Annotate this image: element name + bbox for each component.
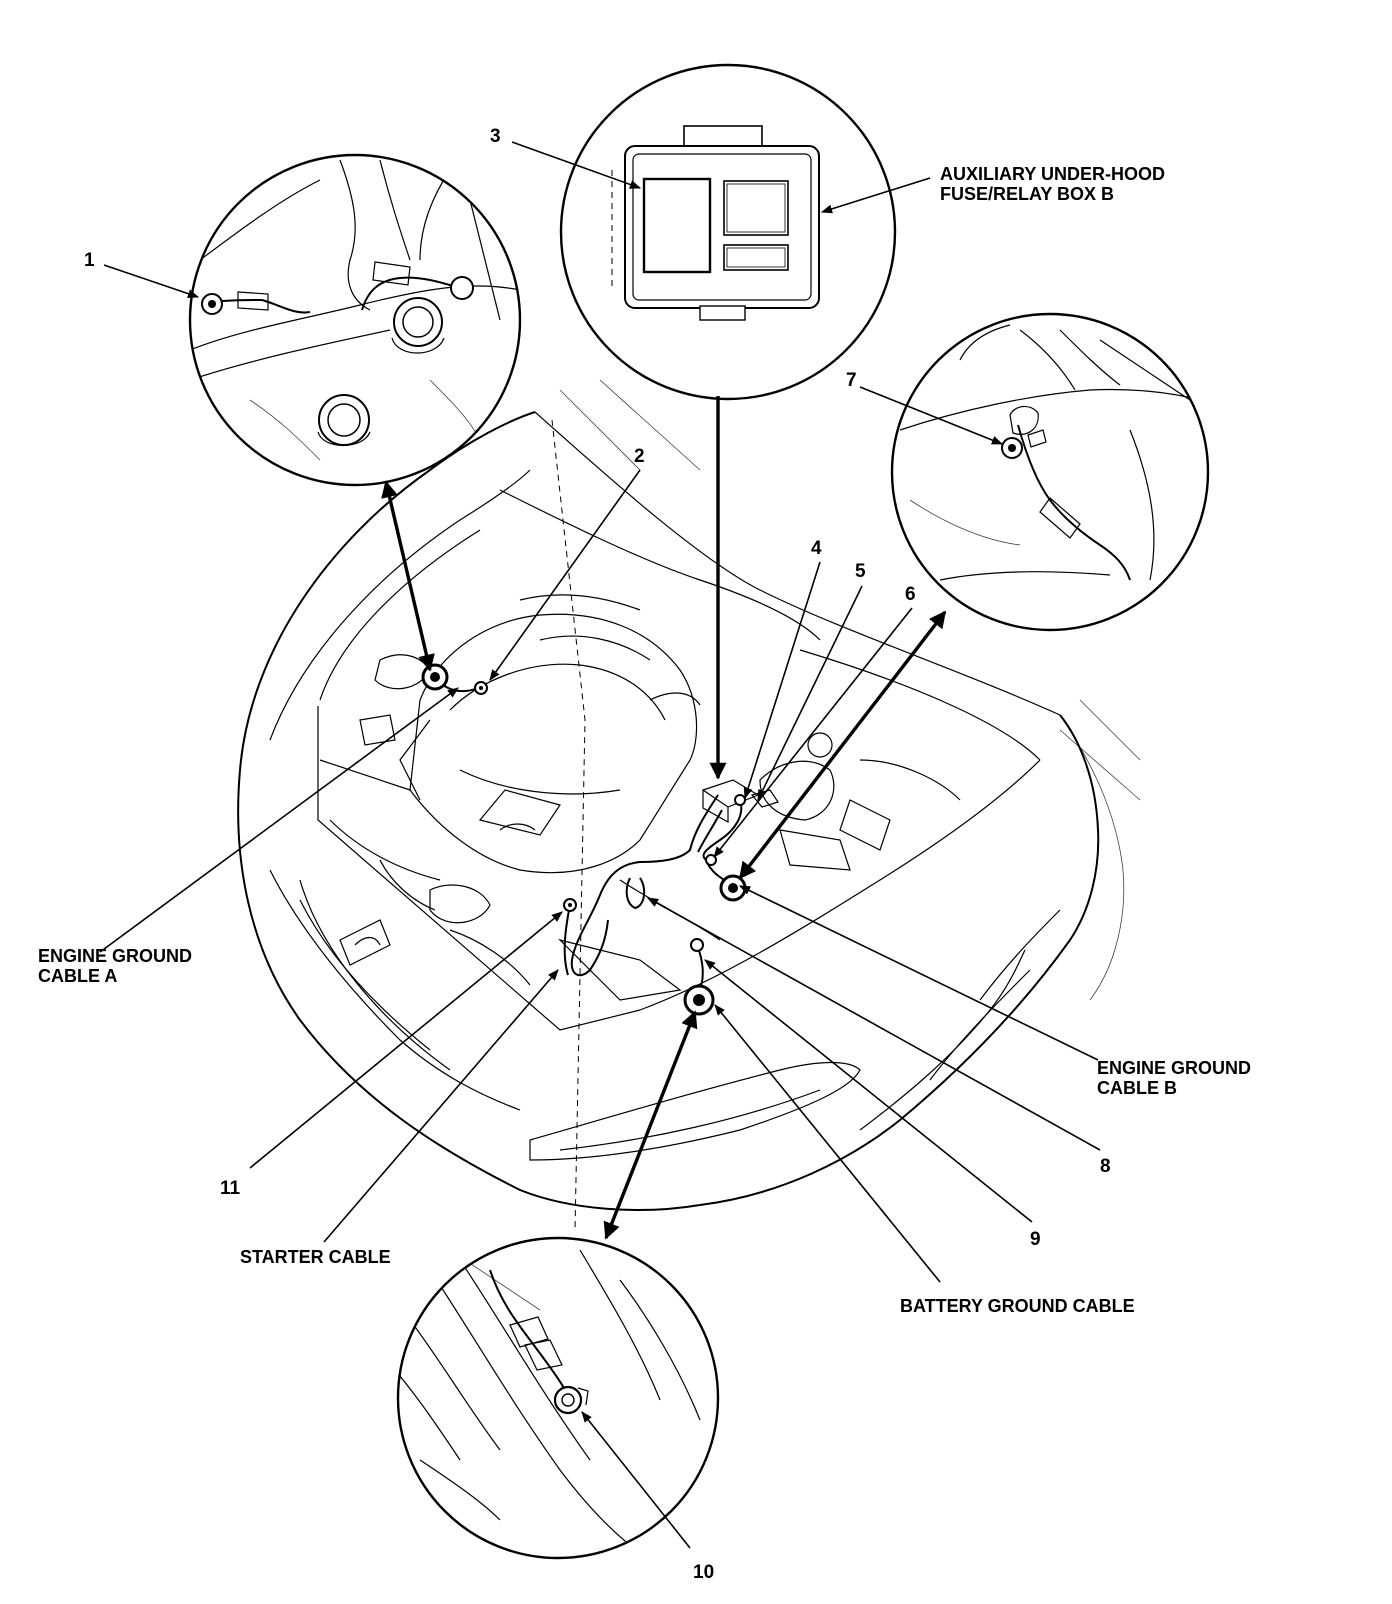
callout-2: 2 — [634, 446, 645, 467]
ground-bolt-5 — [734, 794, 746, 806]
label-battery-ground-cable: BATTERY GROUND CABLE — [900, 1296, 1135, 1316]
ground-bolt-9 — [690, 938, 704, 952]
label-aux-fuse-relay-box-line1: AUXILIARY UNDER-HOOD — [940, 164, 1165, 184]
ground-bolt-engine-a — [421, 663, 449, 691]
component-labels: AUXILIARY UNDER-HOOD FUSE/RELAY BOX B EN… — [38, 164, 1251, 1316]
ground-bolt-battery — [683, 984, 715, 1016]
callout-6: 6 — [905, 584, 916, 605]
detail-connector-arrows — [381, 396, 947, 1240]
callout-8: 8 — [1100, 1156, 1111, 1177]
ground-bolt-2 — [474, 681, 488, 695]
callout-5: 5 — [855, 561, 866, 582]
detail-view-battery-ground — [396, 1236, 720, 1560]
callout-3: 3 — [490, 126, 501, 147]
callout-numbers: 1 2 3 4 5 6 7 8 9 10 11 — [84, 126, 1111, 1583]
cable-routing — [434, 676, 743, 991]
label-starter-cable: STARTER CABLE — [240, 1247, 391, 1267]
label-engine-ground-a-line1: ENGINE GROUND — [38, 946, 192, 966]
label-engine-ground-b-line2: CABLE B — [1097, 1078, 1177, 1098]
detail-view-engine-ground-b — [890, 312, 1210, 632]
engine-assembly — [319, 594, 961, 1001]
label-engine-ground-b-line1: ENGINE GROUND — [1097, 1058, 1251, 1078]
callout-11: 11 — [220, 1178, 241, 1199]
leader-lines — [99, 141, 1101, 1549]
callout-1: 1 — [84, 250, 95, 271]
callout-9: 9 — [1030, 1229, 1041, 1250]
callout-7: 7 — [846, 370, 857, 391]
callout-10: 10 — [693, 1562, 714, 1583]
ground-bolt-engine-b — [719, 874, 747, 902]
label-aux-fuse-relay-box-line2: FUSE/RELAY BOX B — [940, 184, 1114, 204]
label-engine-ground-a-line2: CABLE A — [38, 966, 117, 986]
detail-view-engine-ground-a — [188, 153, 522, 487]
detail-view-fuse-relay-box-b — [559, 63, 897, 401]
callout-4: 4 — [811, 538, 822, 559]
ground-bolt-11 — [563, 898, 577, 912]
